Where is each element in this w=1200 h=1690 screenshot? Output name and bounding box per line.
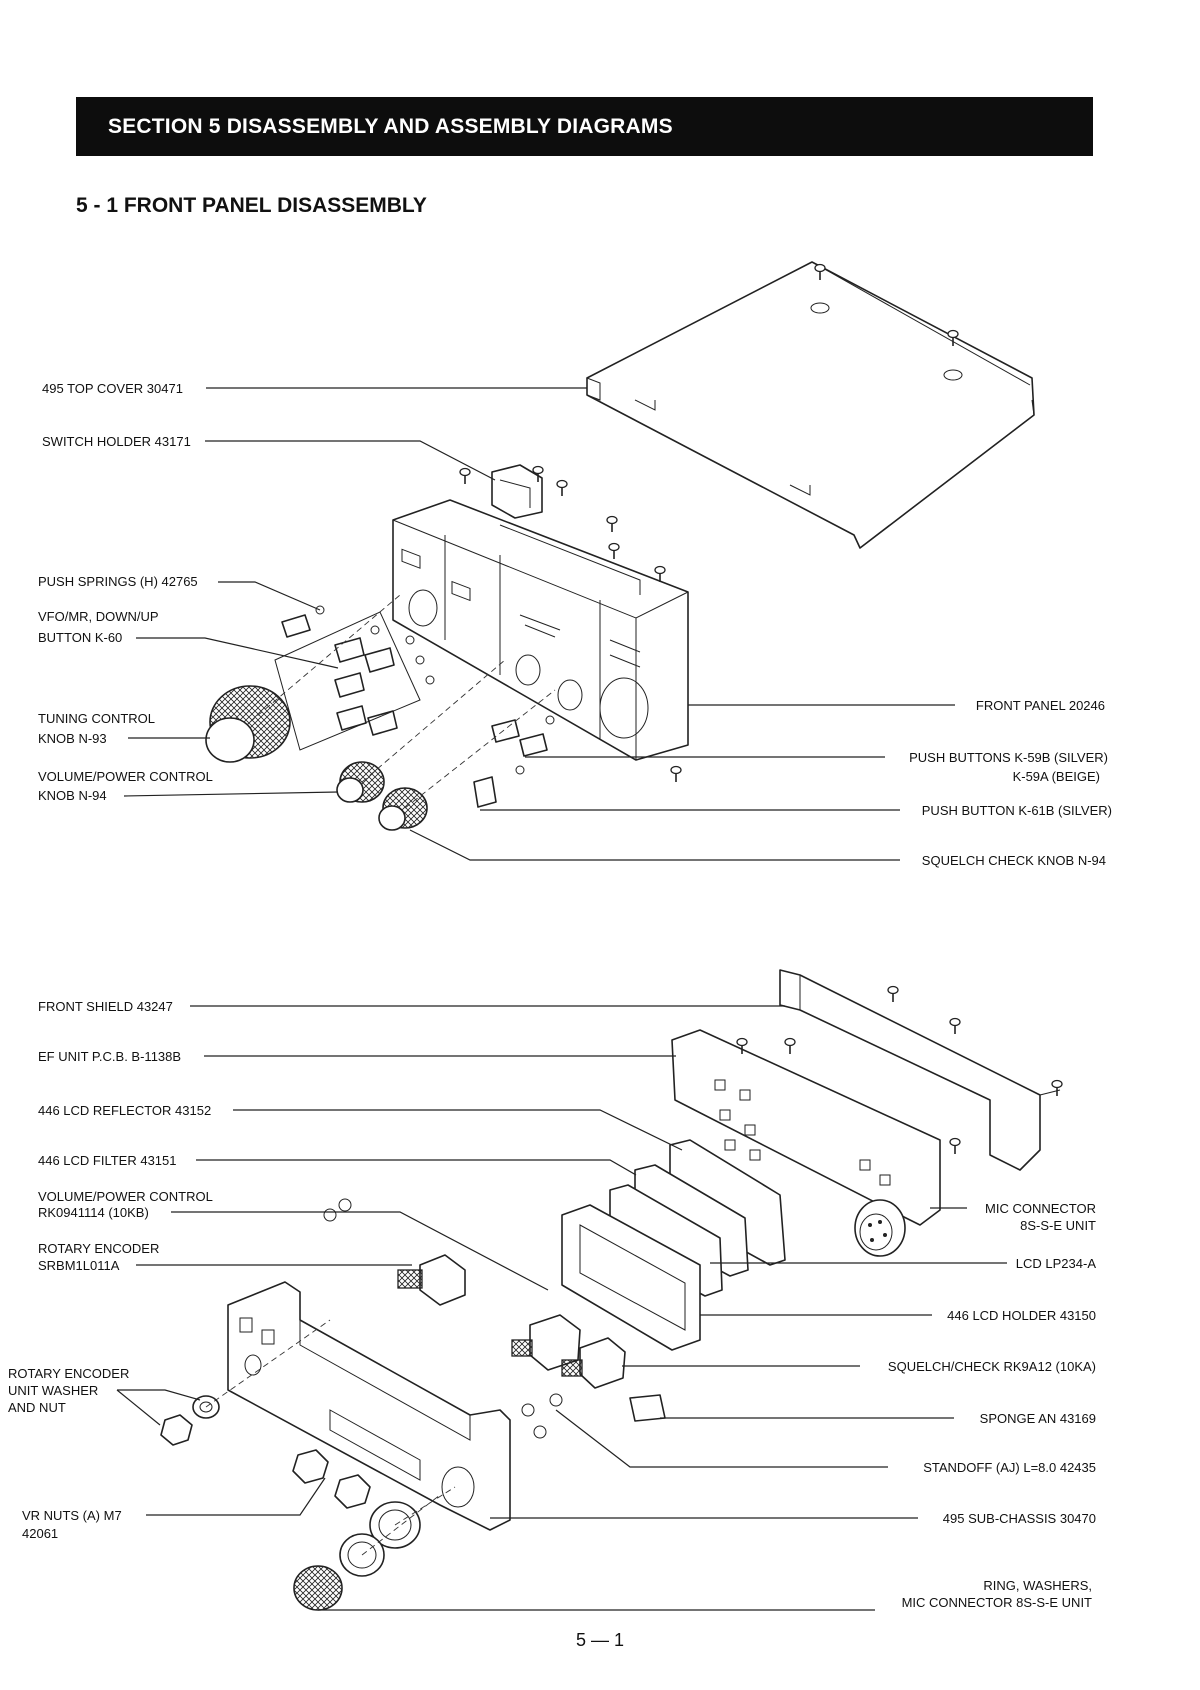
label-sponge: SPONGE AN 43169 (980, 1411, 1096, 1426)
label-vr-nuts-2: 42061 (22, 1526, 58, 1541)
sub-chassis-part (227, 1281, 511, 1531)
label-volume-knob-1: VOLUME/POWER CONTROL (38, 769, 213, 784)
label-switch-holder: SWITCH HOLDER 43171 (42, 434, 191, 449)
label-lcd: LCD LP234-A (1016, 1256, 1097, 1271)
label-rotary-washer-2: UNIT WASHER (8, 1383, 98, 1398)
front-panel-part (392, 499, 689, 761)
top-leader-lines (123, 387, 955, 861)
label-push-buttons-2: K-59A (BEIGE) (1013, 769, 1100, 784)
label-push-button-k61b: PUSH BUTTON K-61B (SILVER) (922, 803, 1112, 818)
sponge-part (629, 1394, 666, 1422)
top-cover-part (586, 261, 1035, 549)
label-tuning-knob-1: TUNING CONTROL (38, 711, 155, 726)
label-vol-control-2: RK0941114 (10KB) (38, 1205, 149, 1220)
front-shield-part (779, 969, 1063, 1171)
label-rotary-encoder-2: SRBM1L011A (38, 1258, 120, 1273)
squelch-knob-part (378, 787, 428, 831)
rotary-encoder-part (397, 1254, 466, 1306)
bottom-leader-lines (116, 1005, 1007, 1611)
label-front-panel: FRONT PANEL 20246 (976, 698, 1105, 713)
label-vfo-button-1: VFO/MR, DOWN/UP (38, 609, 159, 624)
switch-holder-part (459, 464, 568, 519)
label-squelch-knob: SQUELCH CHECK KNOB N-94 (922, 853, 1106, 868)
label-rotary-washer-3: AND NUT (8, 1400, 66, 1415)
label-tuning-knob-2: KNOB N-93 (38, 731, 107, 746)
washers-nuts-part (160, 1198, 563, 1611)
label-push-springs: PUSH SPRINGS (H) 42765 (38, 574, 198, 589)
label-ef-unit: EF UNIT P.C.B. B-1138B (38, 1049, 181, 1064)
label-lcd-holder: 446 LCD HOLDER 43150 (947, 1308, 1096, 1323)
section-subtitle: 5 - 1 FRONT PANEL DISASSEMBLY (76, 194, 427, 217)
label-standoff: STANDOFF (AJ) L=8.0 42435 (923, 1460, 1096, 1475)
label-vfo-button-2: BUTTON K-60 (38, 630, 122, 645)
label-push-buttons-1: PUSH BUTTONS K-59B (SILVER) (909, 750, 1108, 765)
label-mic-connector-1: MIC CONNECTOR (985, 1201, 1096, 1216)
page-number: 5 — 1 (575, 1630, 625, 1650)
label-top-cover: 495 TOP COVER 30471 (42, 381, 183, 396)
label-vol-control-1: VOLUME/POWER CONTROL (38, 1189, 213, 1204)
label-squelch-check: SQUELCH/CHECK RK9A12 (10KA) (888, 1359, 1096, 1374)
label-vr-nuts-1: VR NUTS (A) M7 (22, 1508, 122, 1523)
label-lcd-filter: 446 LCD FILTER 43151 (38, 1153, 177, 1168)
mic-connector-part (854, 1199, 906, 1257)
volume-knob-part (336, 761, 385, 803)
label-lcd-reflector: 446 LCD REFLECTOR 43152 (38, 1103, 211, 1118)
label-ring-1: RING, WASHERS, (983, 1578, 1092, 1593)
squelch-pot-part (561, 1337, 626, 1389)
label-rotary-washer-1: ROTARY ENCODER (8, 1366, 129, 1381)
lcd-stack-part (561, 1139, 786, 1351)
label-mic-connector-2: 8S-S-E UNIT (1020, 1218, 1096, 1233)
label-ring-2: MIC CONNECTOR 8S-S-E UNIT (902, 1595, 1092, 1610)
label-sub-chassis: 495 SUB-CHASSIS 30470 (943, 1511, 1096, 1526)
section-header: SECTION 5 DISASSEMBLY AND ASSEMBLY DIAGR… (76, 97, 1093, 156)
tuning-knob-part (205, 685, 291, 763)
label-front-shield: FRONT SHIELD 43247 (38, 999, 173, 1014)
label-volume-knob-2: KNOB N-94 (38, 788, 107, 803)
push-button-cluster (274, 605, 555, 808)
ef-unit-pcb-part (671, 1029, 961, 1226)
label-rotary-encoder-1: ROTARY ENCODER (38, 1241, 159, 1256)
